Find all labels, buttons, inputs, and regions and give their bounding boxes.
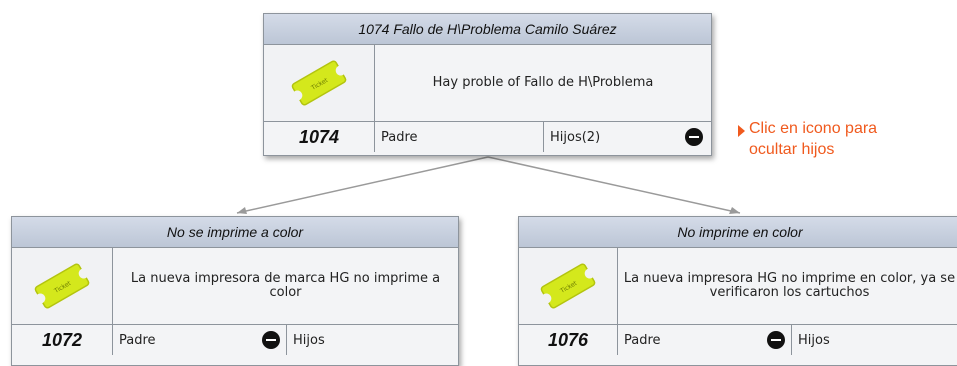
ticket-icon: Ticket [519,248,618,324]
root-card-description: Hay proble of Fallo de H\Problema [432,75,654,90]
root-parent-link[interactable]: Padre [375,122,544,152]
root-children-link[interactable]: Hijos(2) [544,122,711,152]
child-card-description: La nueva impresora HG no imprime en colo… [623,271,956,300]
root-parent-label: Padre [381,129,418,145]
collapse-to-parent-icon[interactable] [262,331,280,349]
child-card-id: 1072 [12,325,113,355]
tree-connectors [236,156,741,214]
hint-line-1: Clic en icono para [749,120,878,137]
ticket-icon: Ticket [12,248,113,324]
child-parent-link[interactable]: Padre [113,325,287,355]
ticket-icon: Ticket [264,45,375,121]
hint-arrow-icon [738,125,745,137]
child-card-title: No imprime en color [519,217,957,248]
child-children-label: Hijos [293,332,325,348]
collapse-children-icon[interactable] [685,128,703,146]
root-children-label: Hijos(2) [550,129,601,145]
child-ticket-card[interactable]: No se imprime a color Ticket La nueva im… [11,216,459,366]
child-ticket-card[interactable]: No imprime en color Ticket La nueva impr… [518,216,957,366]
collapse-to-parent-icon[interactable] [767,331,785,349]
child-card-description: La nueva impresora de marca HG no imprim… [130,271,441,300]
root-card-title: 1074 Fallo de H\Problema Camilo Suárez [264,14,711,45]
child-children-link[interactable]: Hijos [287,325,458,355]
child-children-link[interactable]: Hijos [792,325,957,355]
child-parent-label: Padre [119,332,156,348]
root-ticket-card[interactable]: 1074 Fallo de H\Problema Camilo Suárez T… [263,13,712,156]
child-children-label: Hijos [798,332,830,348]
child-parent-label: Padre [624,332,661,348]
child-card-id: 1076 [519,325,618,355]
child-parent-link[interactable]: Padre [618,325,792,355]
hint-line-2: ocultar hijos [749,141,835,158]
root-card-id: 1074 [264,122,375,152]
child-card-title: No se imprime a color [12,217,458,248]
collapse-hint: Clic en icono para ocultar hijos [749,118,877,160]
